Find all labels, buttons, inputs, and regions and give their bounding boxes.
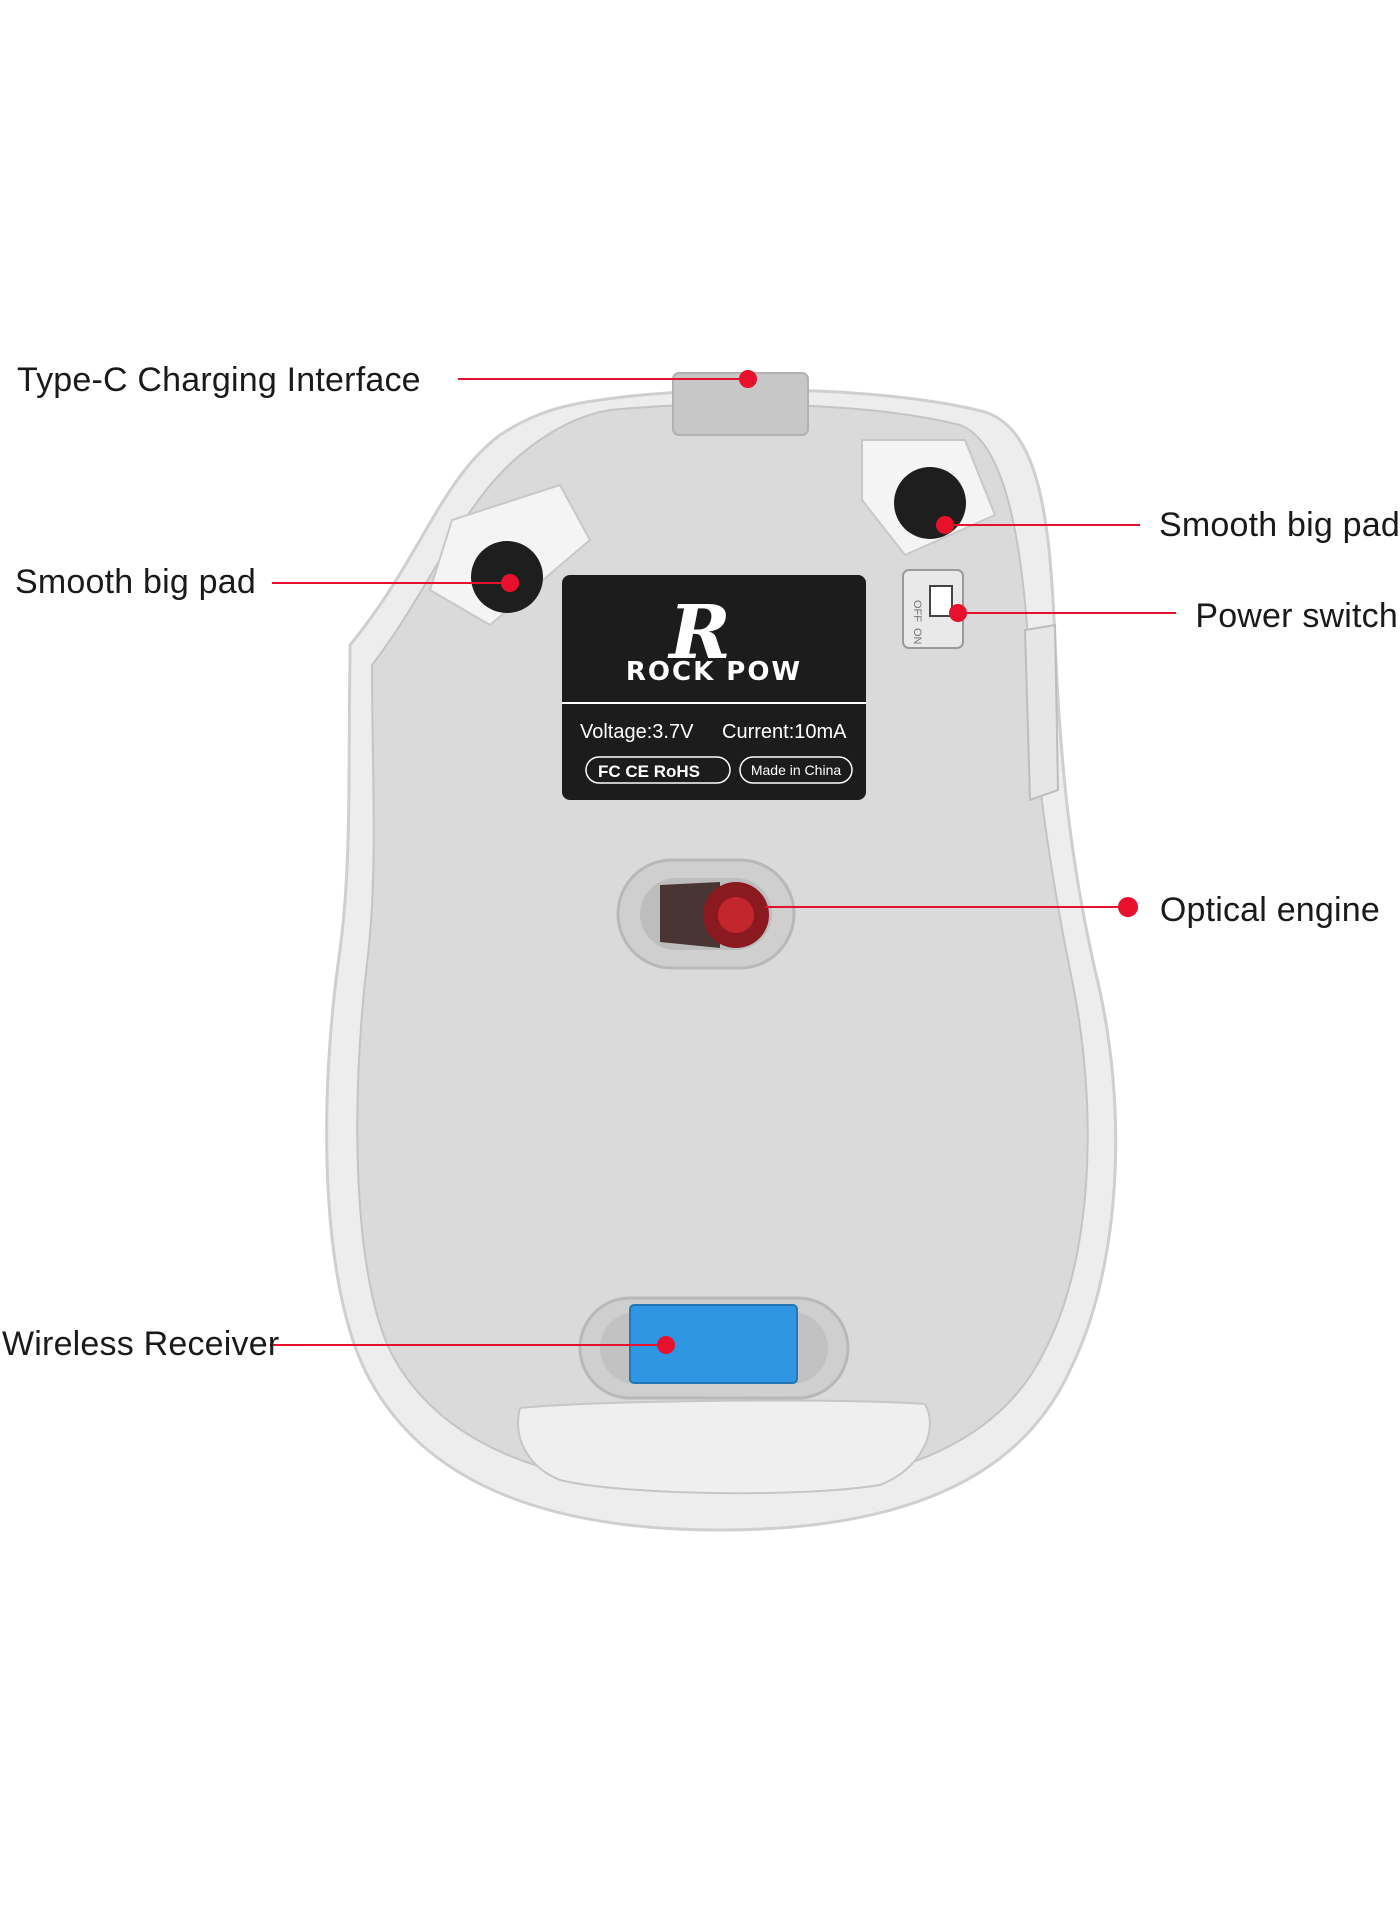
- power-switch-marker: [949, 604, 967, 622]
- side-grip: [1023, 623, 1060, 802]
- brand-logo-mark: R: [667, 590, 731, 676]
- optical-sensor-lens-core: [718, 897, 754, 933]
- bottom-glide-pad: [517, 1399, 931, 1495]
- origin-badge: [739, 756, 853, 784]
- optical-sensor-lens-shade: [660, 882, 720, 948]
- origin-text: Made in China: [751, 762, 841, 778]
- type-c-marker: [739, 370, 757, 388]
- optical-marker: [1118, 897, 1138, 917]
- switch-on-label: ON: [911, 628, 923, 645]
- switch-off-label: OFF: [911, 600, 923, 622]
- receiver-marker: [657, 1336, 675, 1354]
- power-switch-slider: [929, 585, 953, 617]
- wireless-receiver-callout-label: Wireless Receiver: [2, 1325, 280, 1363]
- type-c-callout-label: Type-C Charging Interface: [17, 361, 421, 399]
- type-c-port: [672, 372, 809, 436]
- label-sticker: [562, 575, 866, 800]
- right-pad-marker: [936, 516, 954, 534]
- brand-name: ROCK POW: [626, 657, 802, 687]
- left-pad-marker: [501, 574, 519, 592]
- cert-badge: [585, 756, 731, 784]
- right-pad: [894, 467, 966, 539]
- power-switch-callout-label: Power switch: [1195, 597, 1398, 635]
- left-pad-callout-label: Smooth big pad: [15, 563, 256, 601]
- optical-engine-callout-label: Optical engine: [1159, 891, 1380, 929]
- cert-marks: FC CE RoHS: [598, 762, 700, 781]
- current-spec: Current:10mA: [722, 721, 847, 743]
- voltage-spec: Voltage:3.7V: [580, 721, 694, 743]
- right-pad-callout-label: Smooth big pad: [1159, 506, 1400, 544]
